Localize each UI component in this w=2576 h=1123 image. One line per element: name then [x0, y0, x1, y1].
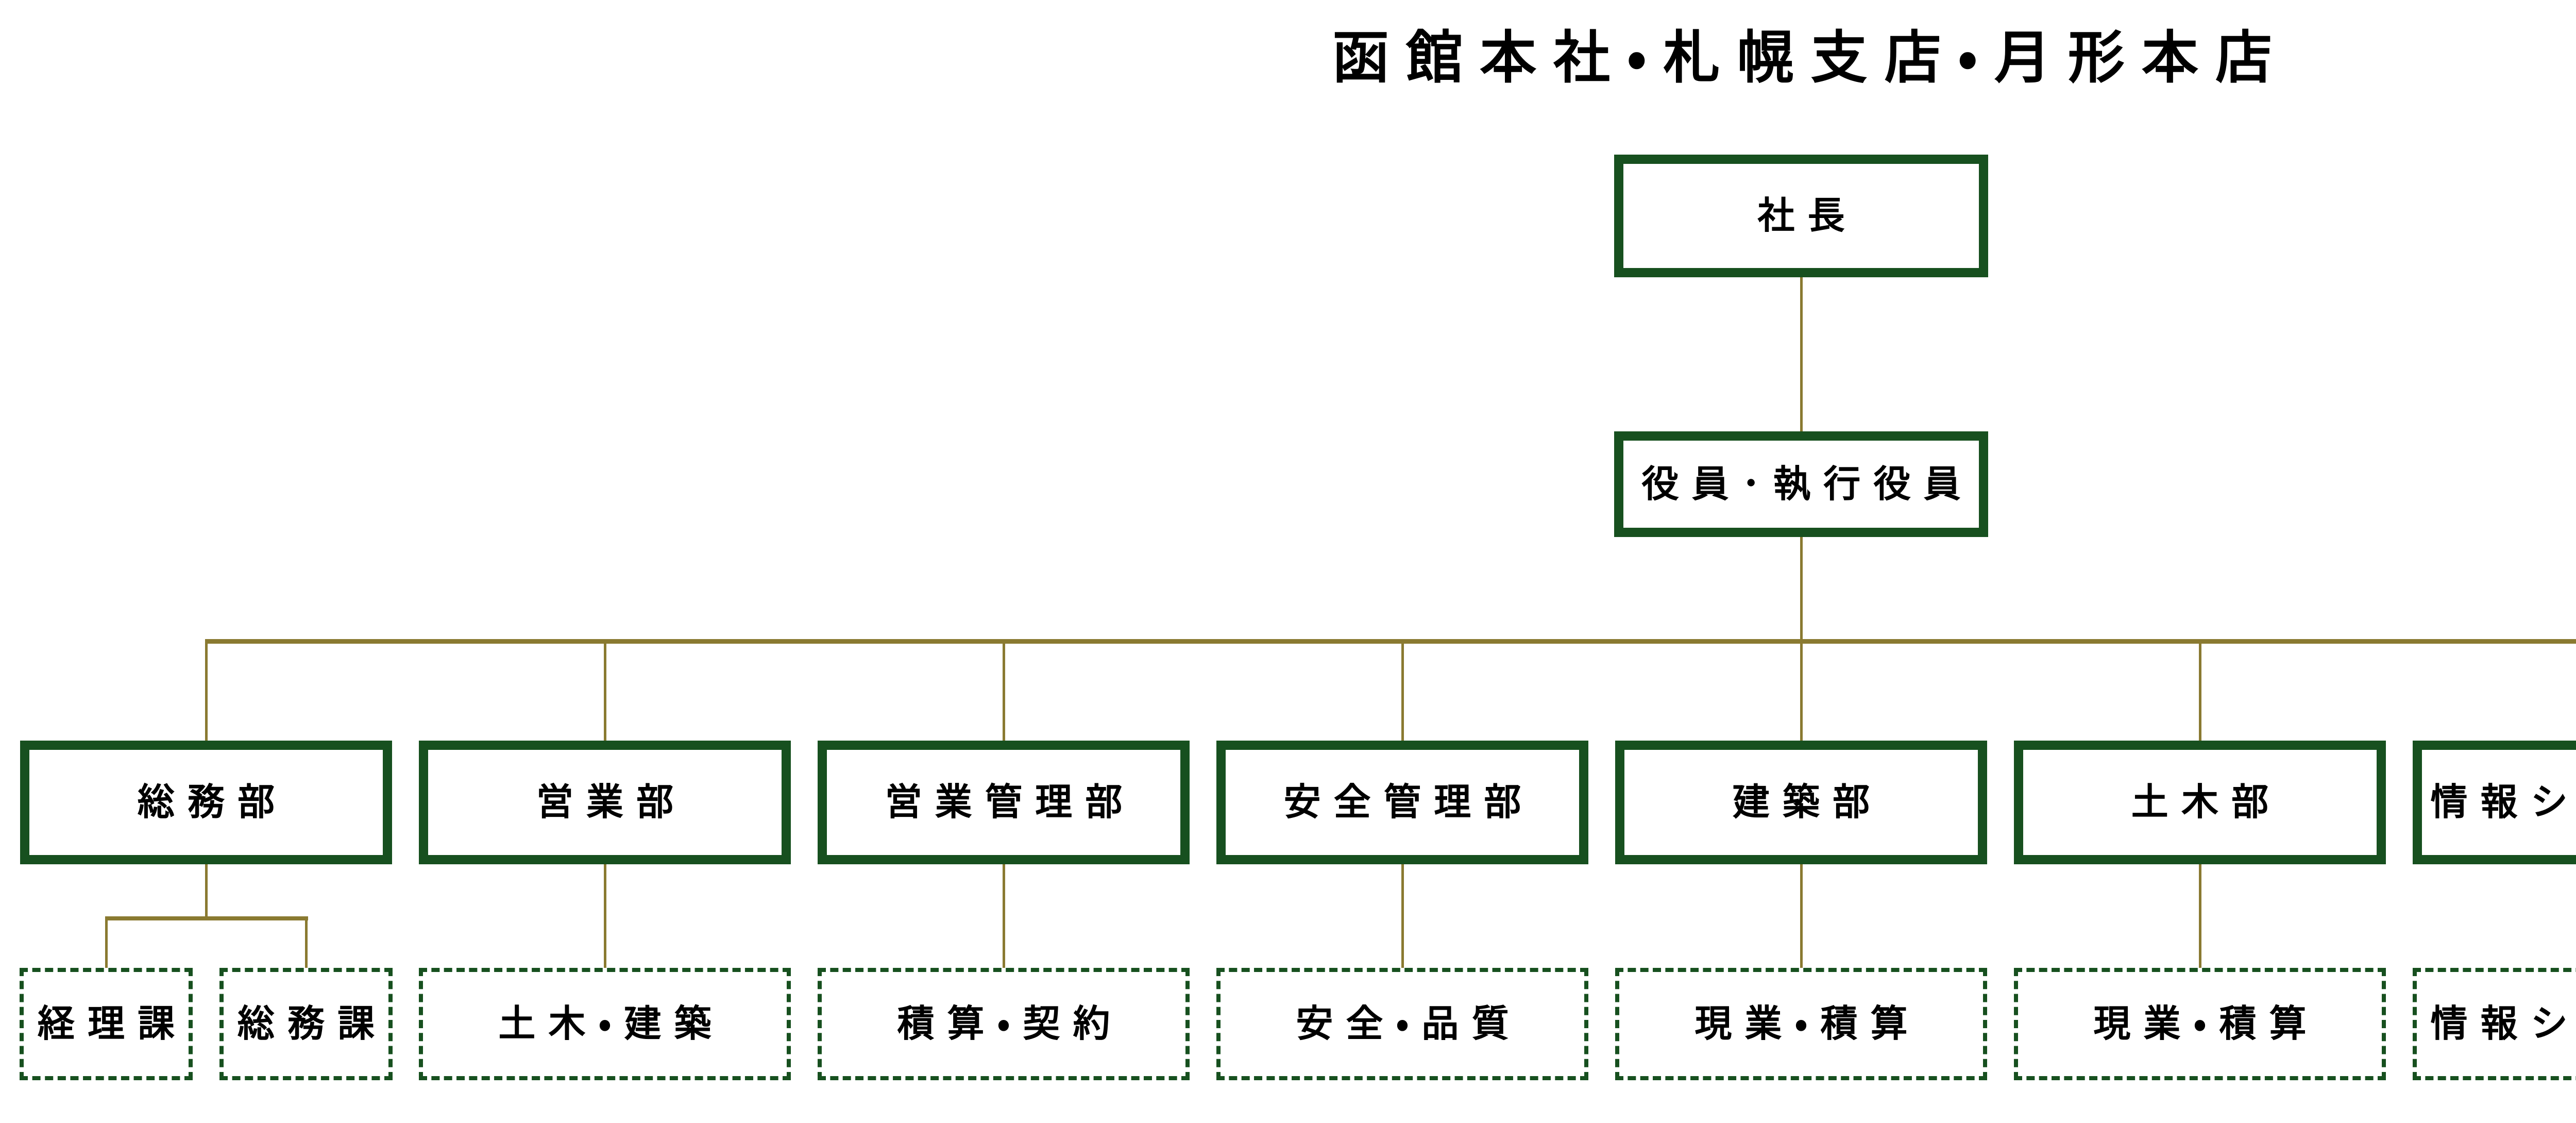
node-president: 社長: [1614, 155, 1988, 277]
node-dept-eigyobu: 営業部: [419, 741, 791, 864]
node-executives-label: 役員･執行役員: [1641, 463, 1974, 505]
node-dept-dobokubu: 土木部: [2014, 741, 2386, 864]
connector-executives-trunk: [1800, 537, 1803, 640]
chart-title: 函館本社・札幌支店・月形本店: [1332, 27, 2289, 90]
connector-trunk: [205, 639, 2576, 644]
subnode-label: 総務課: [237, 1003, 388, 1045]
connector-drop-kenchikubu: [1800, 644, 1803, 741]
connector-somubu-stem: [205, 864, 208, 918]
node-executives: 役員･執行役員: [1614, 431, 1988, 537]
subnode-label: 現業・積算: [2093, 1003, 2319, 1045]
connector-drop-eigyobu: [604, 644, 606, 741]
connector-twig-somuka: [305, 920, 308, 968]
subnode-label: 経理課: [37, 1003, 188, 1045]
subnode-label: 土木・建築: [498, 1003, 724, 1045]
subnode-gengyo-sekisan-2: 現業・積算: [2014, 968, 2386, 1080]
subnode-label: 情報システム課: [2430, 1003, 2576, 1045]
connector-stem-anzen-hinshitsu: [1401, 864, 1404, 968]
connector-drop-somubu: [205, 644, 208, 741]
connector-somubu-branch: [105, 916, 308, 920]
dept-label: 総務部: [137, 782, 288, 823]
subnode-anzen-hinshitsu: 安全・品質: [1216, 968, 1588, 1080]
node-dept-anzenkanribu: 安全管理部: [1216, 741, 1588, 864]
dept-label: 建築部: [1732, 782, 1883, 823]
connector-president-executives: [1800, 277, 1803, 432]
node-dept-eigyokanribu: 営業管理部: [818, 741, 1190, 864]
connector-drop-eigyokanribu: [1003, 644, 1005, 741]
subnode-label: 安全・品質: [1296, 1003, 1522, 1045]
dept-label: 情報システム部: [2430, 782, 2576, 823]
connector-stem-gengyo-sekisan-2: [2199, 864, 2201, 968]
dept-label: 安全管理部: [1283, 782, 1534, 823]
subnode-keirika: 経理課: [20, 968, 193, 1080]
connector-stem-sekisan-keiyaku: [1003, 864, 1005, 968]
node-president-label: 社長: [1757, 195, 1858, 237]
subnode-sekisan-keiyaku: 積算・契約: [818, 968, 1190, 1080]
node-dept-joho-system-bu: 情報システム部: [2413, 741, 2576, 864]
subnode-doboku-kenchiku: 土木・建築: [419, 968, 791, 1080]
connector-stem-doboku-kenchiku: [604, 864, 606, 968]
node-dept-somubu: 総務部: [20, 741, 392, 864]
subnode-joho-system-ka: 情報システム課: [2413, 968, 2576, 1080]
dept-label: 営業管理部: [885, 782, 1136, 823]
subnode-gengyo-sekisan-1: 現業・積算: [1615, 968, 1987, 1080]
connector-drop-anzenkanribu: [1401, 644, 1404, 741]
dept-label: 営業部: [536, 782, 687, 823]
connector-drop-dobokubu: [2199, 644, 2201, 741]
connector-stem-gengyo-sekisan-1: [1800, 864, 1803, 968]
subnode-somuka: 総務課: [219, 968, 393, 1080]
node-dept-kenchikubu: 建築部: [1615, 741, 1987, 864]
connector-twig-keirika: [105, 920, 108, 968]
subnode-label: 積算・契約: [897, 1003, 1123, 1045]
dept-label: 土木部: [2131, 782, 2282, 823]
subnode-label: 現業・積算: [1694, 1003, 1921, 1045]
